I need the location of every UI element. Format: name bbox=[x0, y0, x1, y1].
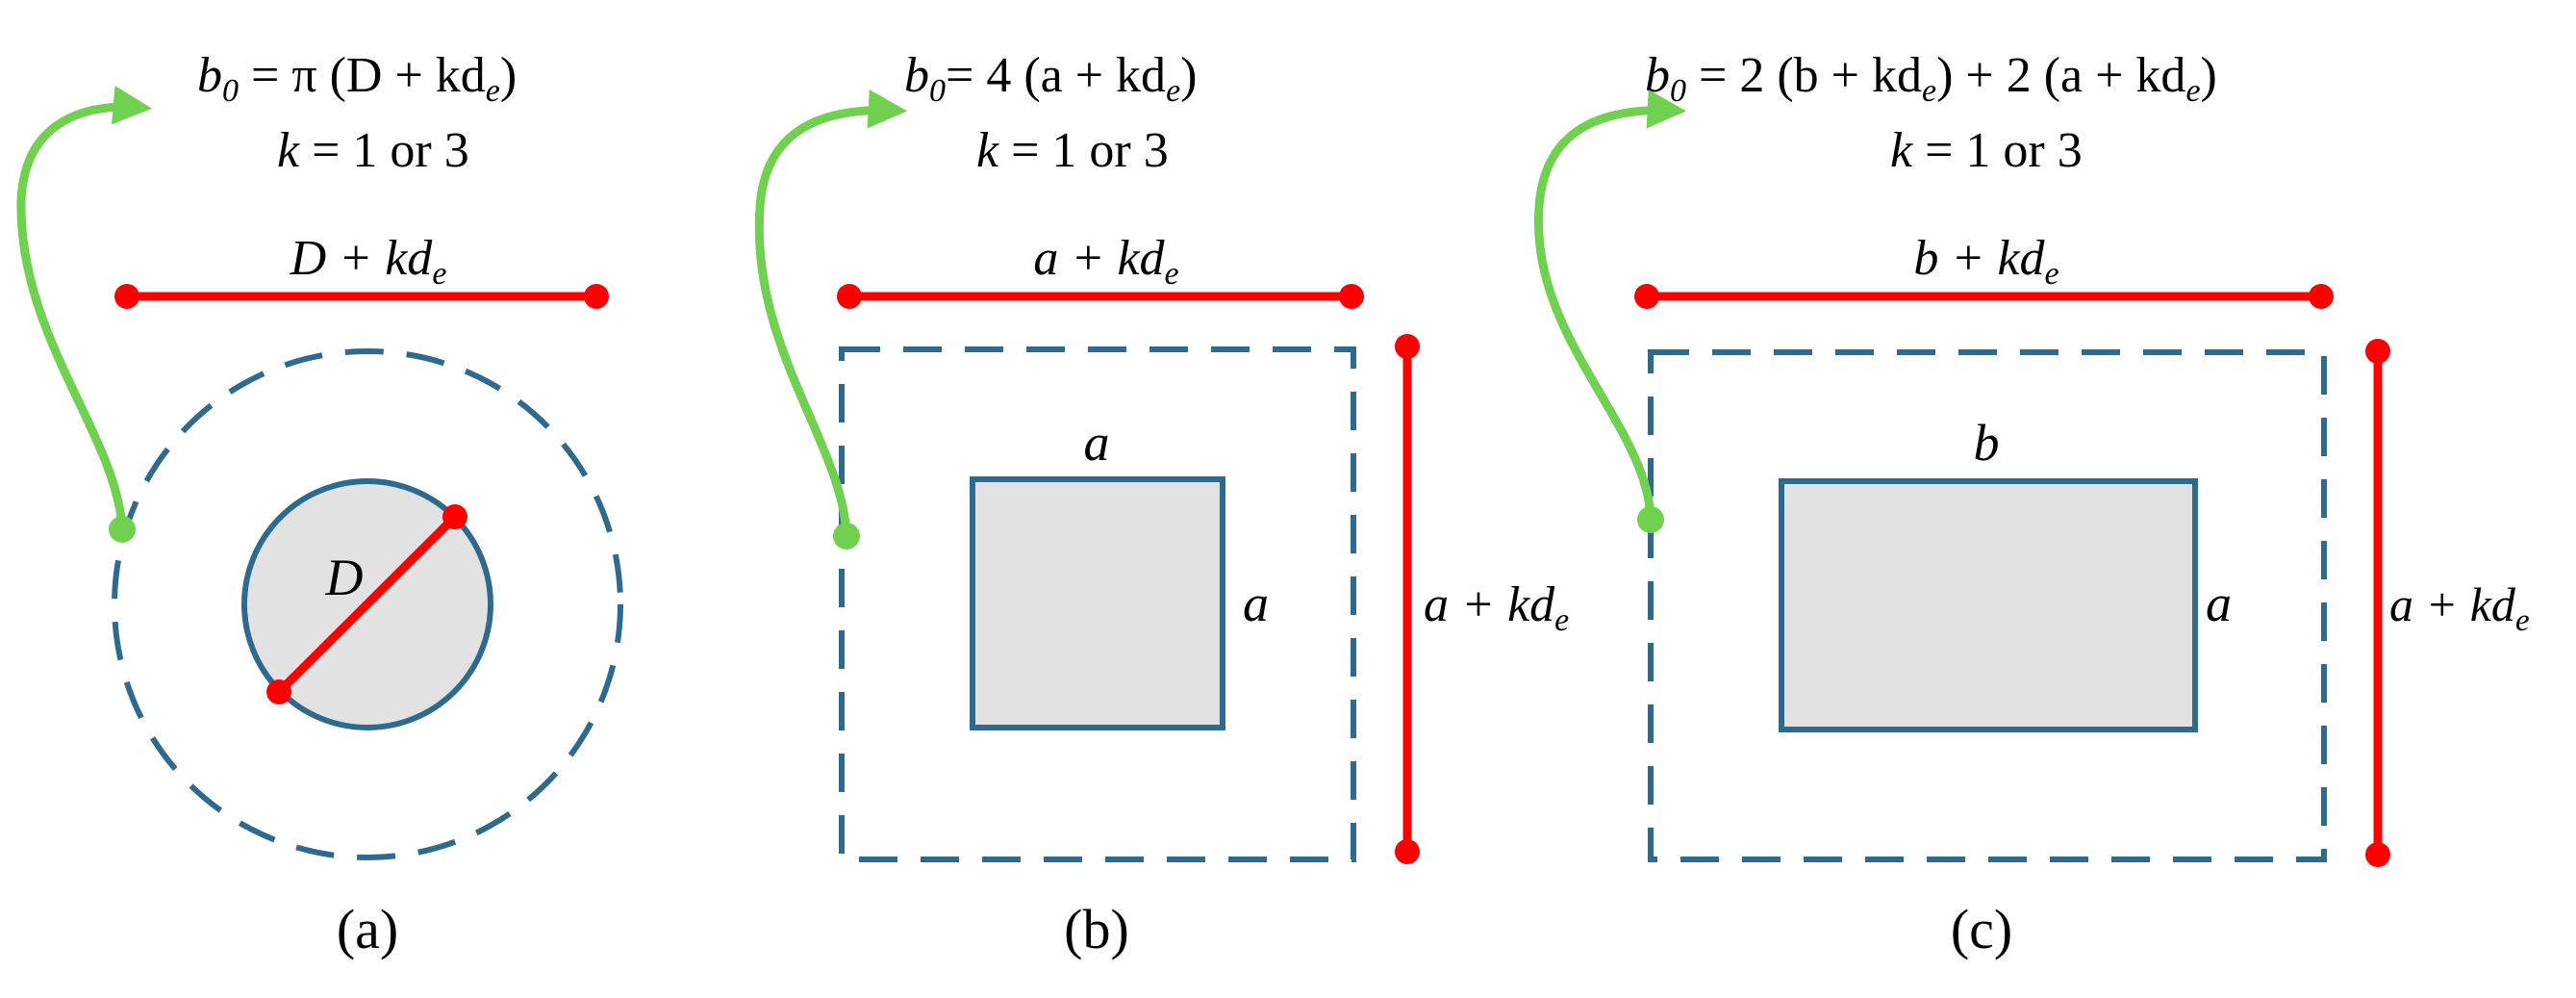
top-dim-label-c: b + kde bbox=[1913, 231, 2058, 292]
panel-c: b0 = 2 (b + kde) + 2 (a + kde) k = 1 or … bbox=[1533, 48, 2530, 960]
dimension-endpoint bbox=[114, 284, 139, 309]
green-arrow-b bbox=[754, 90, 908, 535]
side-dim-label-b: a + kde bbox=[1424, 577, 1569, 638]
dimension-endpoint bbox=[2365, 339, 2390, 364]
rectangular-column-section bbox=[1779, 478, 2198, 732]
k-line-c: k = 1 or 3 bbox=[1890, 123, 2083, 178]
caption-b: (b) bbox=[1064, 898, 1129, 960]
diameter-label: D bbox=[325, 549, 364, 606]
green-arrow-c bbox=[1533, 90, 1687, 519]
inner-top-label-b: a bbox=[1084, 414, 1110, 472]
formula-c: b0 = 2 (b + kde) + 2 (a + kde) bbox=[1645, 48, 2217, 109]
top-dim-label-a: D + kde bbox=[290, 231, 447, 292]
caption-c: (c) bbox=[1951, 898, 2012, 960]
diameter-line bbox=[275, 513, 459, 696]
dimension-endpoint bbox=[837, 284, 862, 309]
dimension-endpoint bbox=[2365, 842, 2390, 867]
top-dim-label-b: a + kde bbox=[1033, 231, 1178, 292]
critical-perimeter-outline-a bbox=[112, 348, 623, 860]
formula-a: b0 = π (D + kde) bbox=[197, 48, 517, 109]
caption-a: (a) bbox=[337, 898, 398, 960]
critical-perimeter-outline-b bbox=[839, 346, 1356, 862]
dimension-endpoint bbox=[1395, 334, 1420, 359]
dimension-endpoint bbox=[1634, 284, 1659, 309]
inner-side-label-b: a bbox=[1243, 575, 1269, 632]
dimension-endpoint bbox=[1339, 284, 1364, 309]
panel-b: b0= 4 (a + kde) k = 1 or 3 a + kde a a a… bbox=[754, 48, 1569, 960]
k-line-b: k = 1 or 3 bbox=[976, 123, 1169, 178]
dimension-endpoint bbox=[584, 284, 609, 309]
dimension-endpoint bbox=[2309, 284, 2334, 309]
inner-top-label-c: b bbox=[1974, 414, 2000, 472]
side-dim-label-c: a + kde bbox=[2389, 577, 2530, 638]
dimension-endpoint bbox=[442, 504, 467, 529]
dimension-endpoint bbox=[1395, 839, 1420, 864]
critical-perimeter-outline-c bbox=[1648, 349, 2327, 862]
square-column-section bbox=[970, 476, 1225, 730]
perimeter-point bbox=[1637, 506, 1664, 533]
formula-b: b0= 4 (a + kde) bbox=[904, 48, 1197, 109]
green-arrow-a bbox=[16, 86, 153, 528]
dimension-endpoint bbox=[266, 679, 291, 704]
perimeter-point bbox=[109, 516, 136, 543]
perimeter-point bbox=[833, 523, 860, 550]
inner-side-label-c: a bbox=[2206, 575, 2232, 632]
panel-a: b0 = π (D + kde) k = 1 or 3 D + kde D (a… bbox=[16, 48, 623, 960]
k-line-a: k = 1 or 3 bbox=[277, 123, 469, 178]
